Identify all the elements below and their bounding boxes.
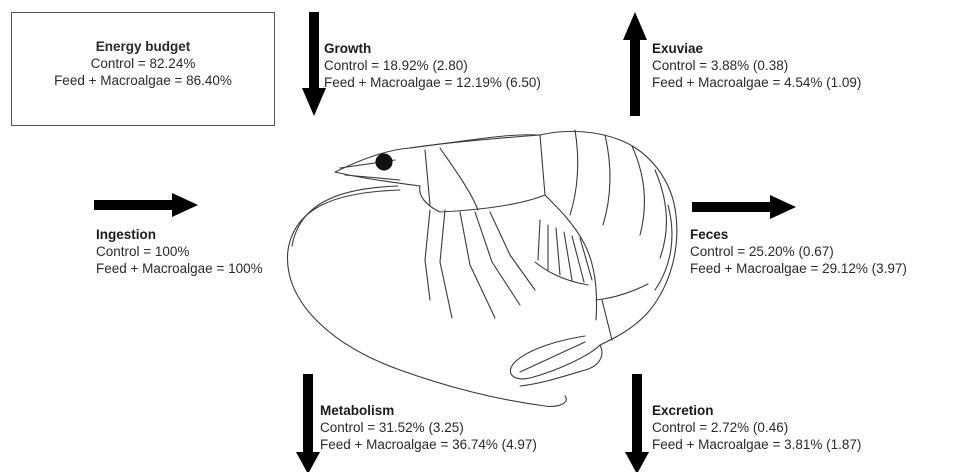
excretion-feed: Feed + Macroalgae = 3.81% (1.87) <box>652 436 861 453</box>
exuviae-feed: Feed + Macroalgae = 4.54% (1.09) <box>652 74 861 91</box>
feces-arrow <box>692 195 796 219</box>
ingestion-arrow <box>94 193 198 217</box>
feces-control: Control = 25.20% (0.67) <box>690 243 907 260</box>
metabolism-feed: Feed + Macroalgae = 36.74% (4.97) <box>320 436 537 453</box>
ingestion-block: Ingestion Control = 100% Feed + Macroalg… <box>96 226 263 277</box>
metabolism-control: Control = 31.52% (3.25) <box>320 419 537 436</box>
exuviae-title: Exuviae <box>652 40 861 57</box>
excretion-block: Excretion Control = 2.72% (0.46) Feed + … <box>652 402 861 453</box>
growth-feed: Feed + Macroalgae = 12.19% (6.50) <box>324 74 541 91</box>
excretion-title: Excretion <box>652 402 861 419</box>
growth-title: Growth <box>324 40 541 57</box>
growth-block: Growth Control = 18.92% (2.80) Feed + Ma… <box>324 40 541 91</box>
metabolism-title: Metabolism <box>320 402 537 419</box>
excretion-arrow <box>625 374 649 472</box>
exuviae-arrow <box>623 12 647 116</box>
excretion-control: Control = 2.72% (0.46) <box>652 419 861 436</box>
metabolism-block: Metabolism Control = 31.52% (3.25) Feed … <box>320 402 537 453</box>
growth-control: Control = 18.92% (2.80) <box>324 57 541 74</box>
feces-block: Feces Control = 25.20% (0.67) Feed + Mac… <box>690 226 907 277</box>
exuviae-block: Exuviae Control = 3.88% (0.38) Feed + Ma… <box>652 40 861 91</box>
growth-arrow <box>302 12 326 116</box>
feces-feed: Feed + Macroalgae = 29.12% (3.97) <box>690 260 907 277</box>
metabolism-arrow <box>296 374 320 472</box>
feces-title: Feces <box>690 226 907 243</box>
ingestion-title: Ingestion <box>96 226 263 243</box>
exuviae-control: Control = 3.88% (0.38) <box>652 57 861 74</box>
ingestion-feed: Feed + Macroalgae = 100% <box>96 260 263 277</box>
ingestion-control: Control = 100% <box>96 243 263 260</box>
